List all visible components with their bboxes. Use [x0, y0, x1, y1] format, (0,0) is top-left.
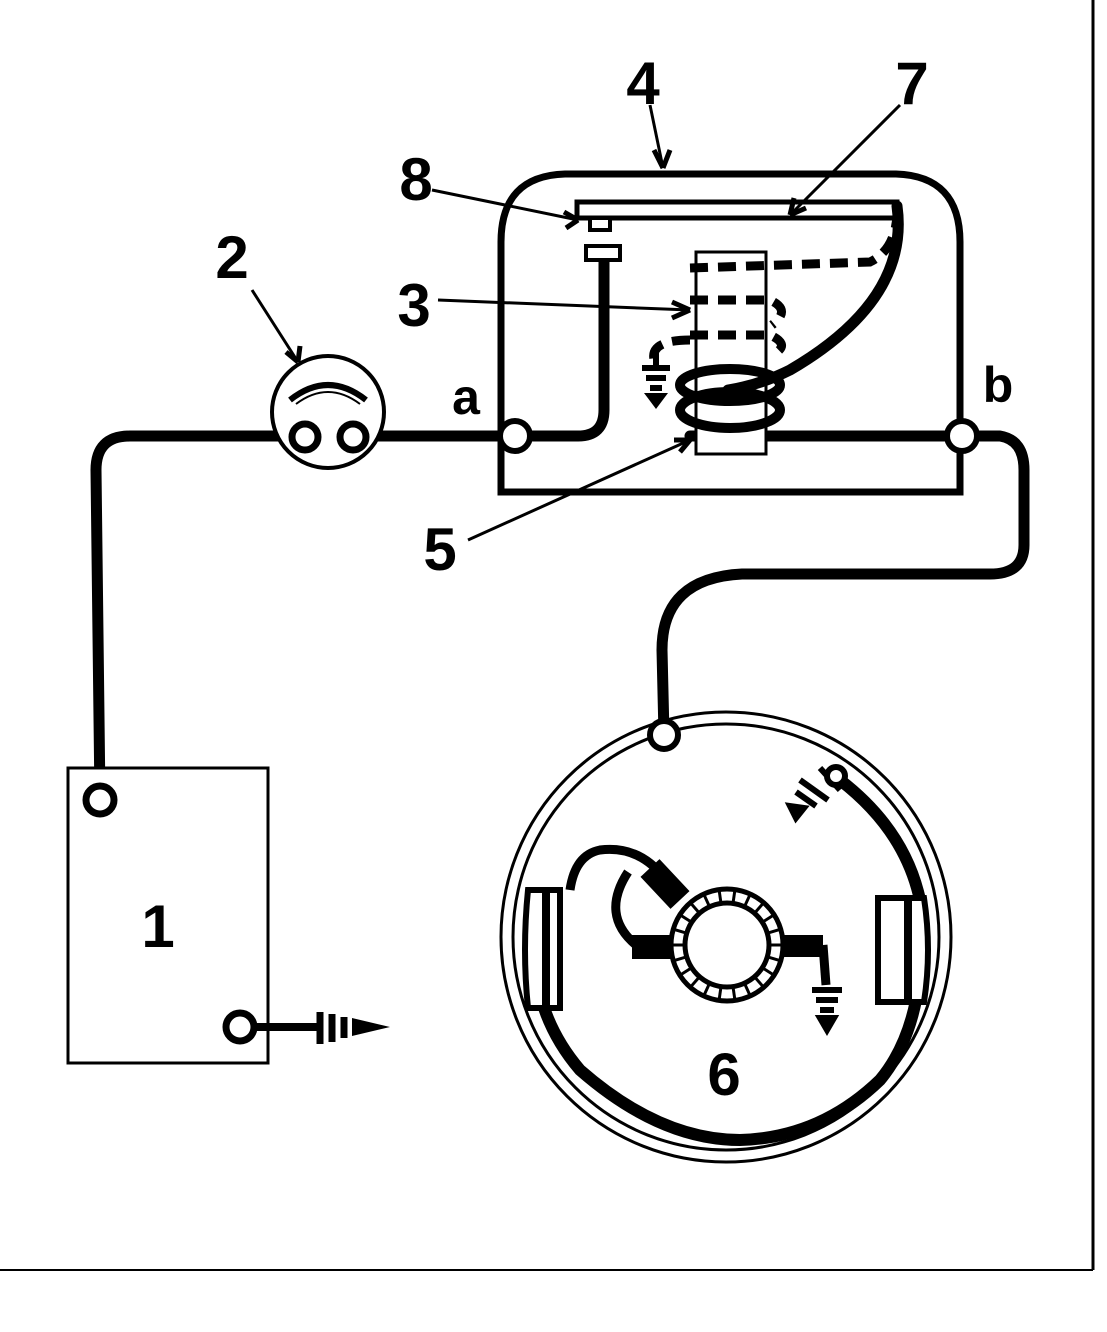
relay-ground-icon	[642, 350, 670, 409]
commutator-segment	[766, 927, 782, 935]
label-relay-housing: 4	[626, 50, 660, 117]
field-winding	[527, 898, 928, 1147]
main-wiring	[90, 256, 1030, 844]
label-terminal-b: b	[983, 357, 1014, 413]
wire-battery-ammeter	[90, 430, 306, 806]
terminal-a	[497, 418, 533, 454]
brush-lead-left	[611, 869, 640, 949]
brush-right	[783, 935, 823, 957]
commutator-segment	[753, 975, 765, 989]
commutator-segment	[717, 986, 723, 1001]
commutator-segment	[761, 966, 775, 977]
wire-b-generator	[656, 430, 1030, 741]
commutator-segment	[672, 955, 688, 963]
armature-bar	[574, 199, 900, 221]
label-coil: 3	[397, 272, 430, 339]
generator-inner-ring	[511, 722, 941, 1152]
generator-ground-icon	[812, 987, 842, 1036]
battery	[66, 766, 390, 1065]
commutator-segment	[766, 955, 782, 963]
commutator-segment	[689, 901, 701, 915]
ammeter-body	[270, 354, 386, 470]
commutator-segments	[671, 889, 783, 1001]
battery-ground-icon	[254, 1012, 390, 1044]
spring-lead	[722, 200, 904, 396]
commutator-segment	[761, 913, 775, 924]
commutator-segment	[702, 893, 711, 908]
generator-terminal	[647, 718, 681, 752]
leader-2	[250, 289, 300, 363]
commutator-segment	[731, 889, 737, 904]
wire-a-contact	[509, 256, 610, 442]
pole-shoe-right	[875, 895, 931, 1005]
leader-8	[431, 188, 579, 222]
battery-terminal-positive	[82, 782, 118, 818]
ammeter	[270, 354, 386, 470]
brush-left	[632, 935, 672, 959]
housing-outline	[497, 170, 964, 496]
series-winding	[675, 364, 785, 433]
commutator-segment	[753, 901, 765, 915]
brush-lead-right	[818, 944, 831, 986]
label-armature-spring: 7	[895, 50, 928, 117]
ammeter-terminal-left	[288, 420, 322, 454]
label-generator: 6	[707, 1041, 740, 1108]
leader-5	[467, 438, 691, 542]
ammeter-terminal-right	[336, 420, 370, 454]
commutator-segment	[717, 889, 723, 904]
commutator-segment	[702, 982, 711, 997]
commutator-segment	[689, 975, 701, 989]
brush-lead-top	[565, 844, 670, 891]
ammeter-scale	[288, 382, 368, 403]
label-battery: 1	[141, 893, 174, 960]
label-terminal-a: a	[452, 369, 481, 425]
field-ground-icon	[784, 764, 848, 824]
generator	[499, 710, 953, 1164]
commutator-segment	[672, 927, 688, 935]
leader-7	[788, 103, 902, 217]
leader-lines	[250, 103, 902, 542]
upper-contact	[588, 216, 612, 232]
commutator-segment	[679, 966, 693, 977]
leader-3	[437, 298, 691, 312]
battery-terminal-negative	[222, 1009, 258, 1045]
shunt-winding	[649, 214, 902, 361]
commutator-segment	[679, 913, 693, 924]
commutator-segment	[743, 982, 752, 997]
armature-core	[682, 900, 772, 990]
commutator-segment	[743, 893, 752, 908]
commutator-segment	[731, 986, 737, 1001]
label-lower-winding: 5	[423, 516, 456, 583]
ammeter-scale-inner	[295, 391, 361, 405]
label-contacts: 8	[399, 146, 432, 213]
field-lead	[836, 775, 926, 902]
lower-contact	[584, 244, 622, 262]
terminal-b	[944, 418, 980, 454]
label-ammeter: 2	[215, 224, 248, 291]
relay-housing	[497, 170, 980, 496]
relay-core	[694, 250, 768, 456]
leader-4	[648, 104, 665, 169]
